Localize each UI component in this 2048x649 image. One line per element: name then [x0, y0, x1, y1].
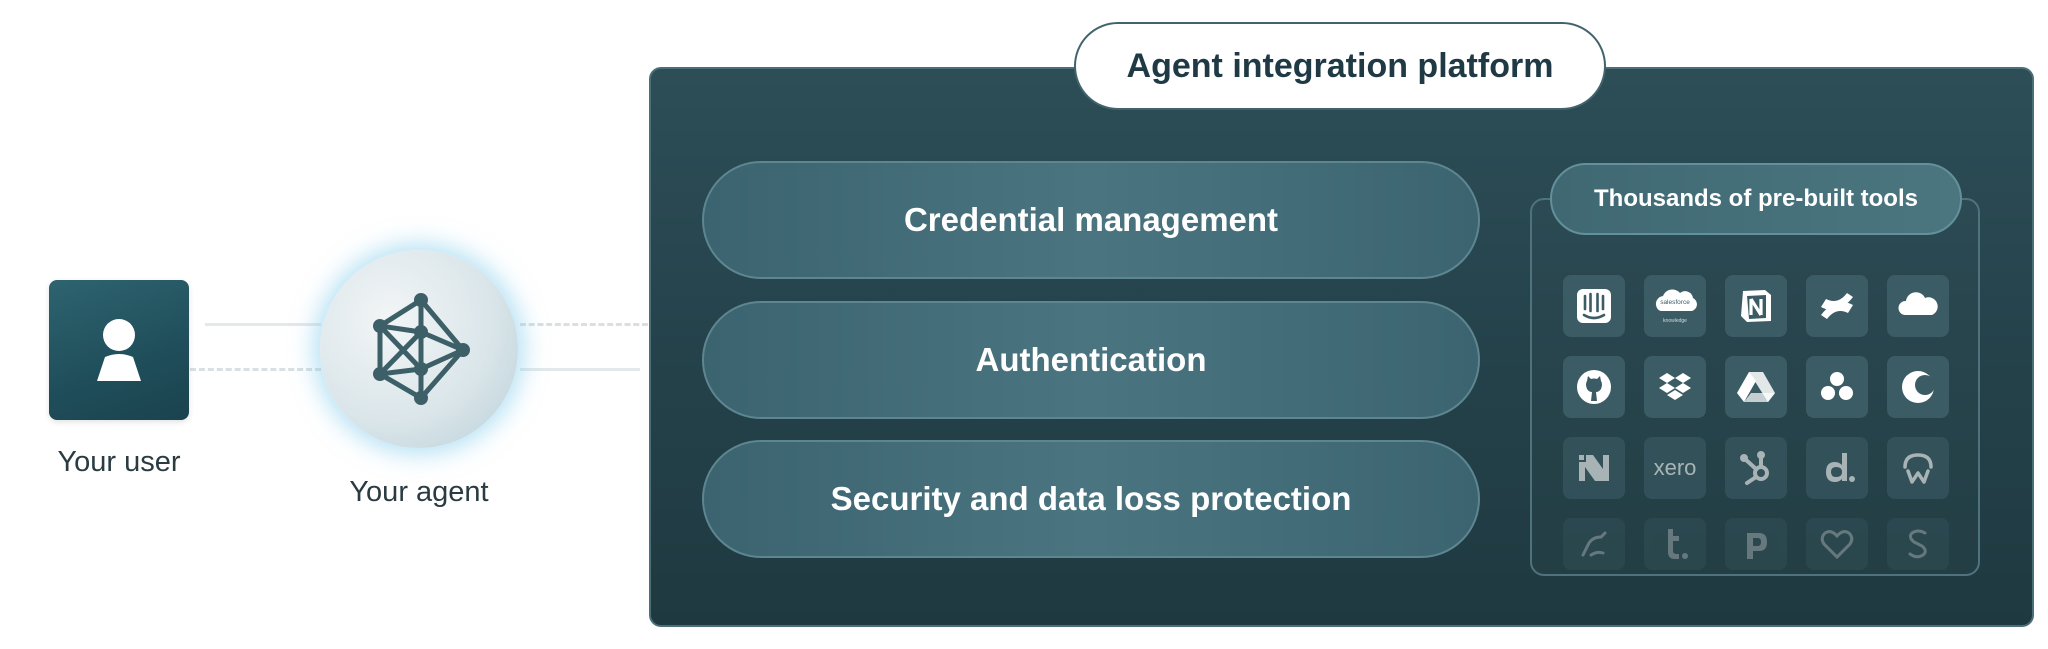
hubspot-icon [1725, 437, 1787, 499]
webflow-icon [1887, 437, 1949, 499]
user-icon [97, 319, 141, 381]
tools-title: Thousands of pre-built tools [1550, 163, 1962, 235]
pipedrive-icon [1725, 518, 1787, 570]
platform-title: Agent integration platform [1074, 22, 1606, 110]
svg-text:knowledge: knowledge [1663, 318, 1687, 324]
connector-line-agent-platform-bottom [520, 368, 640, 371]
zendesk-icon [1563, 518, 1625, 570]
connector-line-agent-platform-top [520, 323, 648, 326]
squarespace-icon [1887, 518, 1949, 570]
dialpad-icon [1806, 437, 1868, 499]
dropbox-icon [1644, 356, 1706, 418]
svg-text:salesforce: salesforce [1660, 299, 1690, 306]
user-tile [49, 280, 189, 420]
feature-security-data-loss-protection: Security and data loss protection [702, 440, 1480, 558]
salesforce-icon: salesforce knowledge [1644, 275, 1706, 337]
asana-icon [1806, 356, 1868, 418]
agent-label: Your agent [349, 476, 489, 508]
tumblr-icon [1644, 518, 1706, 570]
xero-icon: xero [1644, 437, 1706, 499]
intercom-icon [1563, 275, 1625, 337]
github-icon [1563, 356, 1625, 418]
cloud-icon [1887, 275, 1949, 337]
agent-circle [320, 250, 518, 448]
feature-authentication: Authentication [702, 301, 1480, 419]
connector-line-user-agent-bottom [190, 368, 321, 371]
connector-line-user-agent-top [205, 323, 321, 326]
network-icon [373, 293, 470, 405]
confluence-icon [1806, 275, 1868, 337]
user-label: Your user [57, 446, 181, 478]
moon-icon [1887, 356, 1949, 418]
notion-icon [1725, 275, 1787, 337]
heart-icon [1806, 518, 1868, 570]
google-drive-icon [1725, 356, 1787, 418]
feature-credential-management: Credential management [702, 161, 1480, 279]
netsuite-icon [1563, 437, 1625, 499]
